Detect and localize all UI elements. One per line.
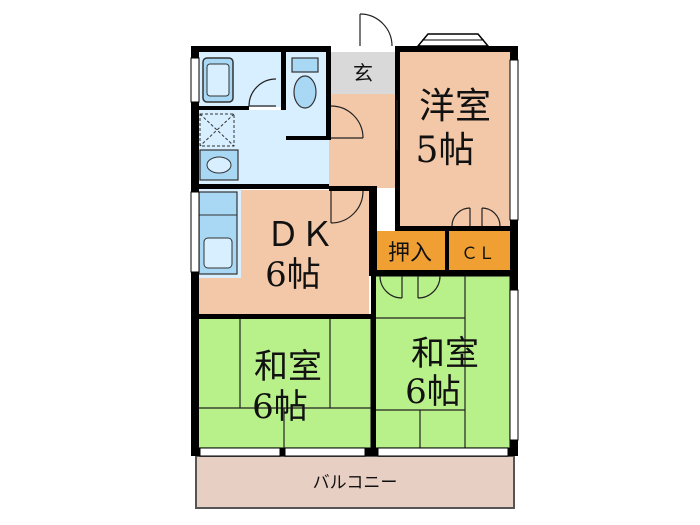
doors <box>248 13 501 299</box>
dk-floor <box>241 190 369 314</box>
oshiire-floor <box>375 231 445 272</box>
dk-name: ＤＫ <box>266 215 334 255</box>
japanese-room-right-name: 和室 <box>411 334 479 374</box>
closet-floor <box>449 231 510 272</box>
japanese-room-left-size: 6帖 <box>252 387 308 427</box>
japanese-room-right-floor <box>375 276 510 448</box>
balcony-floor <box>195 455 515 509</box>
entrance-floor <box>331 52 395 94</box>
washbasin-icon <box>199 149 239 181</box>
japanese-room-left-name: 和室 <box>254 347 322 387</box>
western-room-size: 5帖 <box>416 130 475 171</box>
western-room-floor <box>399 52 510 227</box>
entrance-label: 玄 <box>353 61 373 85</box>
balcony-label: バルコニー <box>313 473 398 493</box>
dk-size: 6帖 <box>265 255 321 295</box>
japanese-room-right-size: 6帖 <box>405 372 461 412</box>
toilet-icon <box>291 57 319 109</box>
oshiire-label: 押入 <box>388 241 432 266</box>
western-room-name: 洋室 <box>419 86 491 127</box>
windows <box>190 57 519 457</box>
washing-machine-space-icon <box>199 113 235 147</box>
closet-label: ＣＬ <box>461 244 495 264</box>
corridor-floor <box>329 92 395 188</box>
kitchen-sink-icon <box>198 191 238 275</box>
dk-floor-left <box>197 278 241 314</box>
